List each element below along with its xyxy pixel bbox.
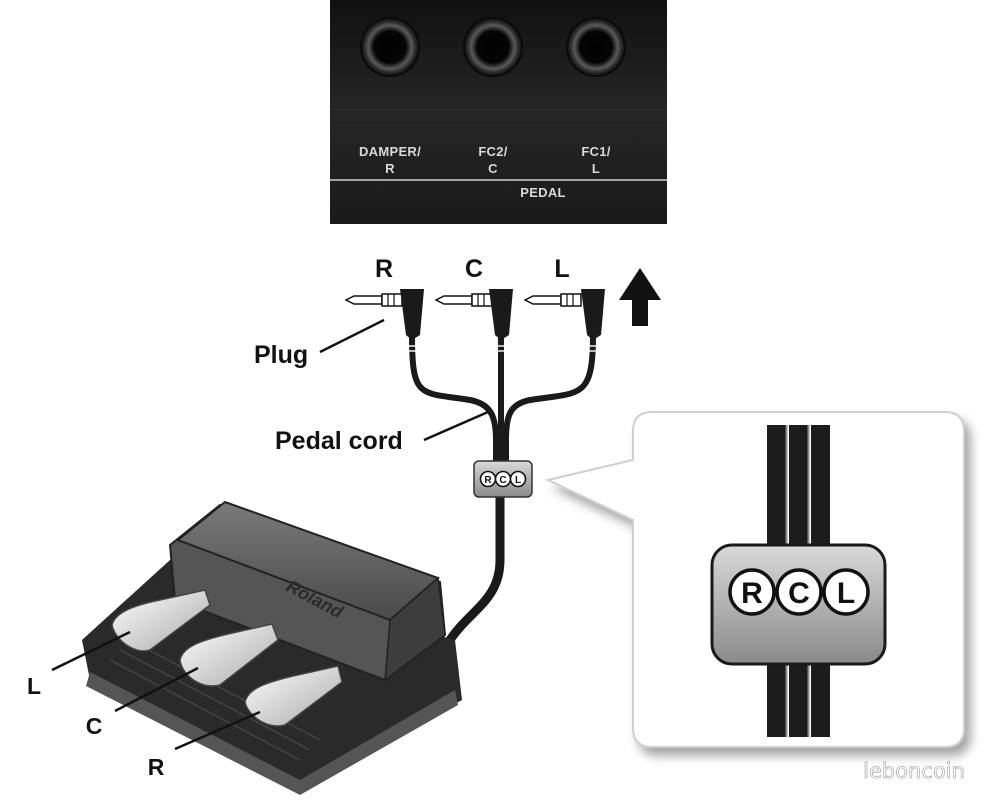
jack-fc1 xyxy=(566,17,626,77)
clip-badge-c xyxy=(775,568,823,616)
pedal-leader-l xyxy=(51,630,131,672)
pedal-left xyxy=(111,589,211,652)
jack-label-fc2-line2: C xyxy=(488,161,498,176)
small-clip-letter-l: L xyxy=(515,475,521,486)
clip-badge-r xyxy=(728,568,776,616)
plug-label-r: R xyxy=(375,255,393,283)
small-clip-letter-r: R xyxy=(484,475,492,486)
jack-label-fc2-line1: FC2/ xyxy=(478,144,507,159)
plug-label-l: L xyxy=(554,255,569,283)
plug-c xyxy=(434,289,513,352)
large-clip-letter-c: C xyxy=(788,577,810,610)
cord-clip-small: R C L xyxy=(473,460,533,498)
jack-label-fc1-line1: FC1/ xyxy=(581,144,610,159)
large-clip-letter-l: L xyxy=(837,577,855,610)
callout-plug-leader xyxy=(319,318,385,354)
plug-l xyxy=(523,289,605,352)
pedal-label-l: L xyxy=(27,673,41,699)
pedal-leader-c xyxy=(114,666,199,713)
plug-label-c: C xyxy=(465,255,483,283)
pedal-leader-r xyxy=(174,710,261,751)
callout-pedal-cord-leader xyxy=(423,410,489,442)
pedal-group-label: PEDAL xyxy=(520,185,566,200)
callout-plug: Plug xyxy=(254,341,308,369)
plug-r xyxy=(344,289,424,352)
panel-texture xyxy=(330,109,667,127)
jack-damper xyxy=(360,17,420,77)
jack-label-damper-line2: R xyxy=(385,161,395,176)
pedal-label-r: R xyxy=(148,754,165,780)
clip-badge-l xyxy=(822,568,870,616)
pedal-label-c: C xyxy=(86,713,103,739)
pedal-cord xyxy=(409,332,596,645)
watermark-logo: leboncoin xyxy=(863,759,965,783)
jack-label-fc1-line2: L xyxy=(592,161,600,176)
cord-clip-large: R C L xyxy=(710,543,887,666)
pedal-center xyxy=(179,623,279,687)
instrument-jack-panel: DAMPER/ R FC2/ C FC1/ L PEDAL xyxy=(330,0,667,224)
small-clip-letter-c: C xyxy=(499,475,506,486)
insert-arrow-icon xyxy=(619,268,661,326)
pedal-unit: Roland xyxy=(51,500,462,795)
jack-label-damper-line1: DAMPER/ xyxy=(359,144,421,159)
callout-pedal-cord: Pedal cord xyxy=(275,427,403,455)
jack-fc2 xyxy=(463,17,523,77)
large-clip-letter-r: R xyxy=(741,577,763,610)
